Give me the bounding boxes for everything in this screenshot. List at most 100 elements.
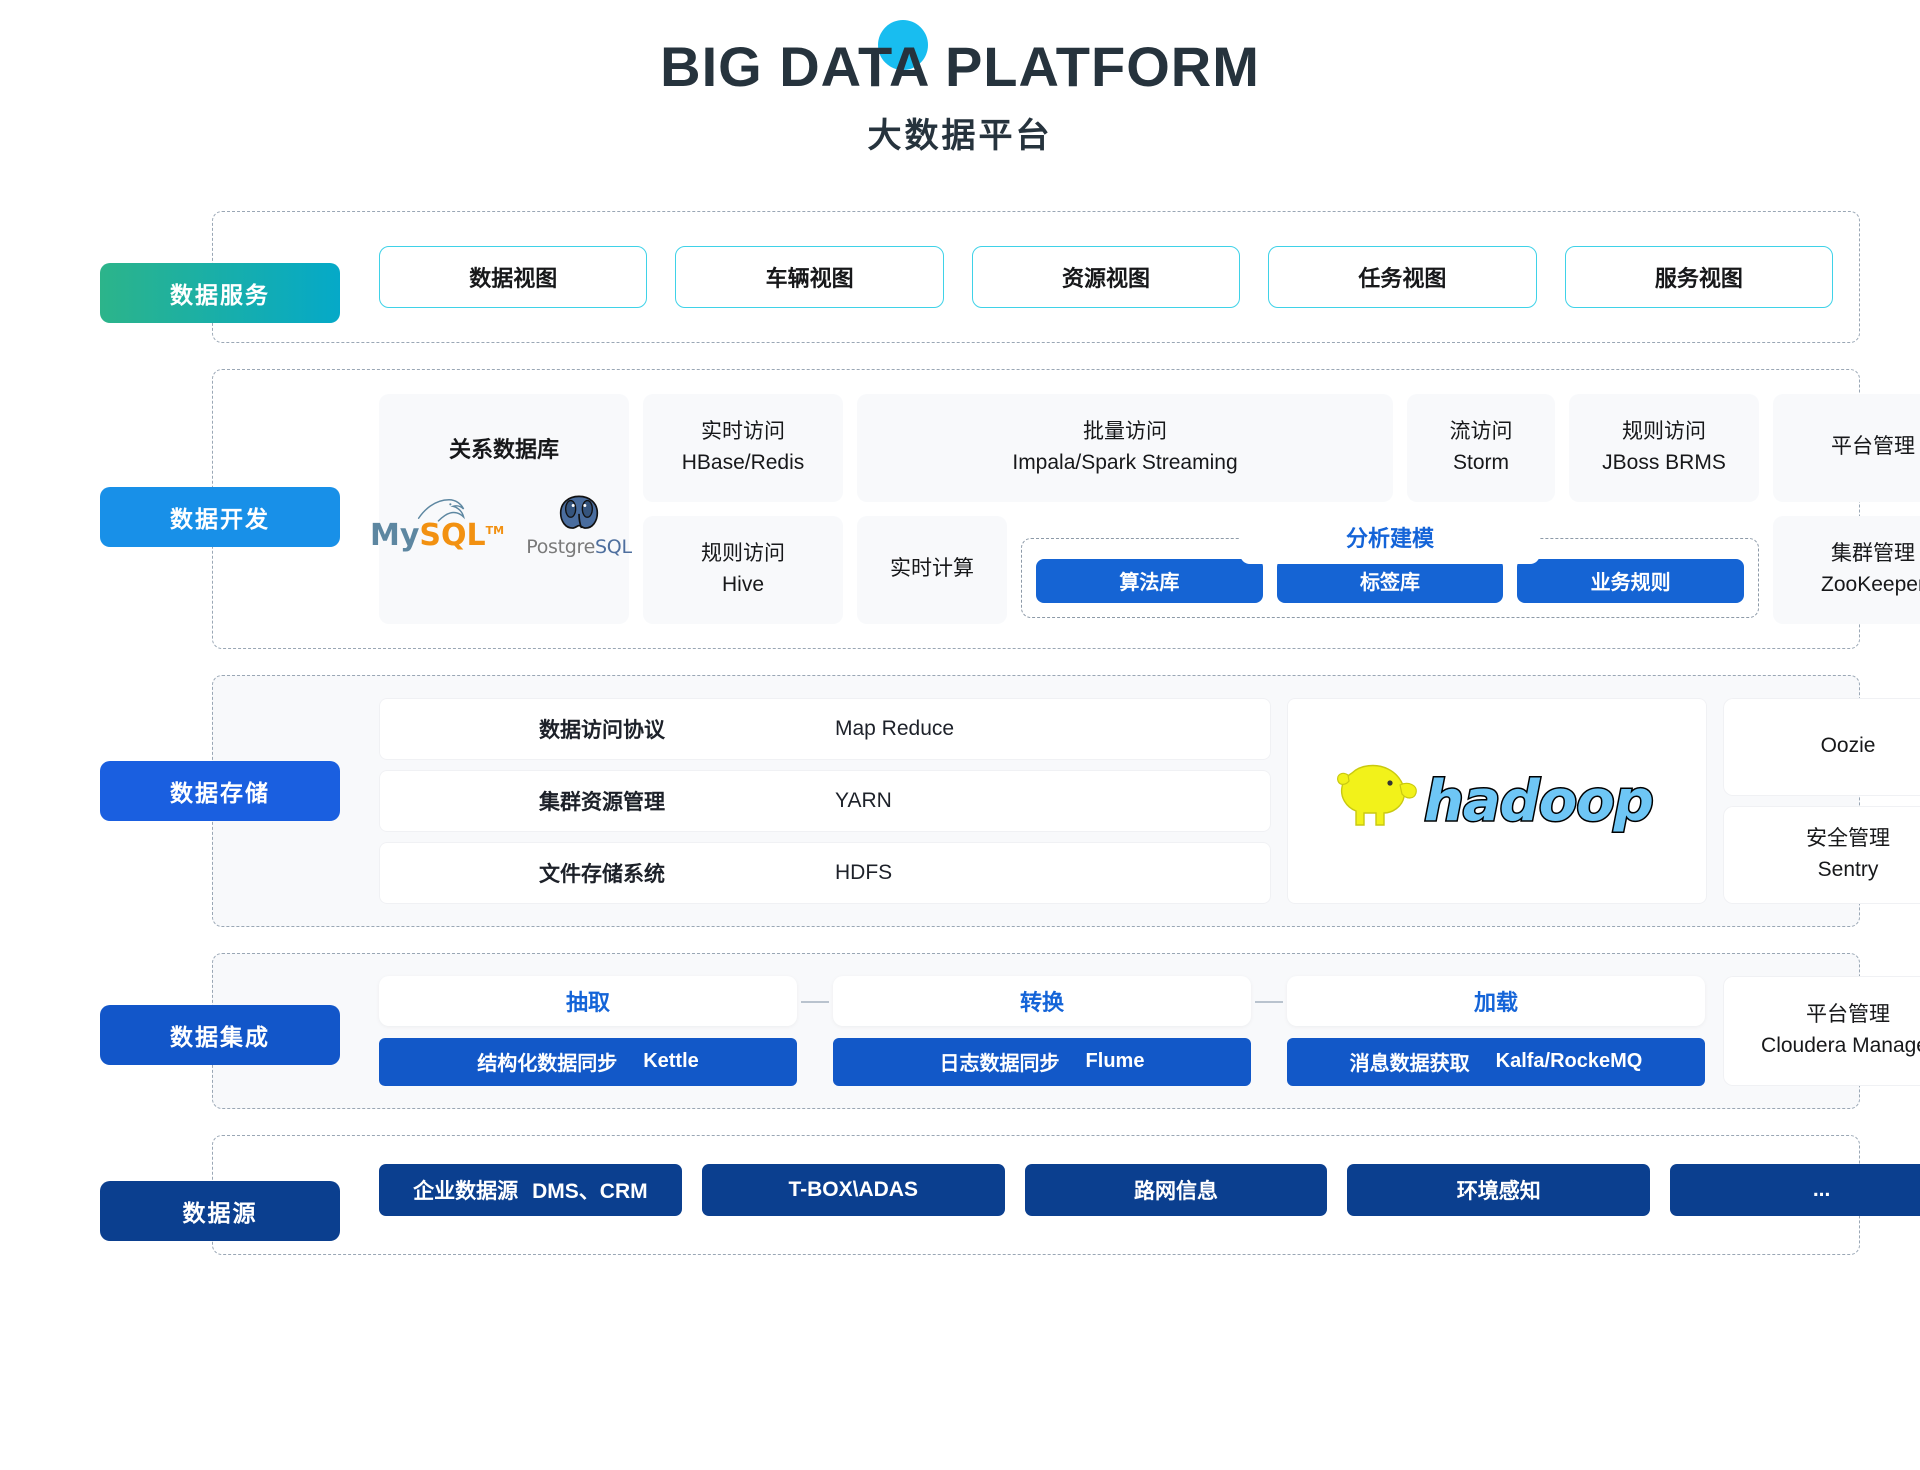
view-pill-service[interactable]: 服务视图 — [1564, 245, 1834, 308]
view-pill-vehicle[interactable]: 车辆视图 — [675, 245, 944, 308]
mysql-logo-text: MySQLTM — [370, 514, 504, 558]
integration-head-load[interactable]: 加载 — [1287, 975, 1705, 1026]
analysis-modeling-items: 算法库 标签库 业务规则 — [1021, 537, 1759, 618]
integration-bar-transform[interactable]: 日志数据同步 Flume — [833, 1037, 1251, 1086]
band-data-service: 数据服务 数据视图 车辆视图 资源视图 任务视图 服务视图 — [0, 210, 1860, 343]
card-stream-access[interactable]: 流访问 Storm — [1407, 393, 1555, 502]
mysql-logo-my: My — [370, 517, 420, 553]
card-cloudera-manager[interactable]: 平台管理 Cloudera Manager — [1723, 975, 1920, 1086]
source-pill-enterprise[interactable]: 企业数据源 DMS、CRM — [379, 1163, 682, 1216]
integration-item-extract: 抽取 结构化数据同步 Kettle — [379, 975, 797, 1086]
table-row[interactable]: 数据访问协议 Map Reduce — [379, 697, 1271, 760]
integration-item-transform: 转换 日志数据同步 Flume — [833, 975, 1251, 1086]
card-cluster-management[interactable]: 集群管理 ZooKeeper — [1773, 515, 1920, 624]
source-pill-more[interactable]: ... — [1670, 1163, 1920, 1216]
storage-side-cards: Oozie 安全管理 Sentry — [1723, 697, 1920, 904]
storage-row-key: 数据访问协议 — [539, 718, 665, 742]
integration-side: 平台管理 Cloudera Manager — [1723, 975, 1920, 1086]
source-pill-enterprise-a: 企业数据源 — [413, 1179, 519, 1203]
postgresql-logo-postgre: Postgre — [526, 535, 596, 558]
table-row[interactable]: 文件存储系统 HDFS — [379, 841, 1271, 904]
architecture-diagram: 数据服务 数据视图 车辆视图 资源视图 任务视图 服务视图 数据开发 关系数据库 — [0, 210, 1920, 1255]
band-label-data-service[interactable]: 数据服务 — [100, 262, 340, 323]
card-rule-access-jboss[interactable]: 规则访问 JBoss BRMS — [1569, 393, 1759, 502]
integration-bar-load-left: 消息数据获取 — [1349, 1053, 1470, 1076]
integration-pipeline: 抽取 结构化数据同步 Kettle 转换 日志数据同步 Flume — [379, 975, 1705, 1086]
card-platform-management[interactable]: 平台管理 — [1773, 393, 1920, 502]
page-header: BIG DATA PLATFORM 大数据平台 — [0, 0, 1920, 157]
storage-row-value: HDFS — [835, 860, 893, 884]
view-pill-resource[interactable]: 资源视图 — [971, 245, 1241, 308]
storage-row-key: 集群资源管理 — [539, 790, 665, 814]
pill-tag-library[interactable]: 标签库 — [1276, 558, 1504, 603]
band-data-integration: 数据集成 抽取 结构化数据同步 Kettle 转换 日 — [0, 952, 1920, 1109]
card-relational-database-title: 关系数据库 — [448, 436, 559, 462]
source-pill-road-network[interactable]: 路网信息 — [1024, 1163, 1328, 1216]
card-realtime-access-l1: 实时访问 — [701, 420, 785, 444]
pill-business-rules[interactable]: 业务规则 — [1517, 558, 1745, 603]
card-security-management-l2: Sentry — [1817, 857, 1879, 881]
card-realtime-access[interactable]: 实时访问 HBase/Redis — [643, 393, 843, 502]
integration-bar-transform-left: 日志数据同步 — [939, 1053, 1060, 1076]
mysql-logo: MySQLTM — [370, 493, 504, 559]
page-title-text: BIG DATA PLATFORM — [660, 35, 1260, 98]
view-pill-task[interactable]: 任务视图 — [1268, 245, 1537, 308]
page-title: BIG DATA PLATFORM — [660, 20, 1260, 98]
card-batch-access[interactable]: 批量访问 Impala/Spark Streaming — [857, 393, 1393, 502]
card-cluster-management-l1: 集群管理 — [1831, 542, 1915, 566]
storage-row-value: YARN — [835, 788, 892, 812]
band-data-development: 数据开发 关系数据库 MySQLTM — [0, 368, 1920, 649]
integration-bar-extract-right: Kettle — [643, 1050, 699, 1073]
card-rule-access-jboss-l1: 规则访问 — [1622, 420, 1706, 444]
card-batch-access-l1: 批量访问 — [1083, 420, 1167, 444]
mysql-logo-tm: TM — [485, 523, 505, 537]
card-rule-access-hive[interactable]: 规则访问 Hive — [643, 515, 843, 624]
hadoop-logo: hadoop — [1332, 755, 1662, 847]
source-pill-environment[interactable]: 环境感知 — [1347, 1163, 1651, 1216]
band-label-data-source[interactable]: 数据源 — [100, 1180, 340, 1241]
data-source-items: 企业数据源 DMS、CRM T-BOX\ADAS 路网信息 环境感知 ... — [379, 1163, 1920, 1216]
card-oozie[interactable]: Oozie — [1723, 697, 1920, 796]
card-platform-management-l1: 平台管理 — [1831, 435, 1915, 459]
postgresql-logo: PostgreSQL — [520, 491, 638, 561]
source-pill-enterprise-b: DMS、CRM — [532, 1179, 648, 1203]
integration-bar-load[interactable]: 消息数据获取 Kalfa/RockeMQ — [1287, 1037, 1705, 1086]
connector-line — [801, 1000, 829, 1003]
integration-bar-extract-left: 结构化数据同步 — [477, 1053, 618, 1076]
band-data-storage: 数据存储 数据访问协议 Map Reduce 集群资源管理 YARN 文件存储系… — [0, 674, 1920, 927]
band-data-source: 数据源 企业数据源 DMS、CRM T-BOX\ADAS 路网信息 环境感知 .… — [0, 1134, 1920, 1255]
card-realtime-compute[interactable]: 实时计算 — [857, 515, 1007, 624]
mysql-logo-sql: SQL — [419, 517, 486, 553]
card-rule-access-hive-l2: Hive — [721, 572, 764, 596]
hadoop-logo-card: hadoop — [1287, 697, 1707, 904]
band-label-data-integration[interactable]: 数据集成 — [100, 1004, 340, 1065]
storage-row-key: 文件存储系统 — [539, 862, 665, 886]
integration-bar-extract[interactable]: 结构化数据同步 Kettle — [379, 1037, 797, 1086]
connector-line — [1255, 1000, 1283, 1003]
view-pill-data[interactable]: 数据视图 — [379, 245, 648, 308]
band-label-data-development[interactable]: 数据开发 — [100, 486, 340, 547]
card-rule-access-hive-l1: 规则访问 — [701, 542, 785, 566]
card-realtime-access-l2: HBase/Redis — [681, 450, 805, 474]
card-relational-database[interactable]: 关系数据库 MySQLTM — [370, 393, 632, 624]
integration-head-transform[interactable]: 转换 — [833, 975, 1251, 1026]
hadoop-logo-text: hadoop — [1423, 767, 1656, 835]
card-rule-access-jboss-l2: JBoss BRMS — [1602, 450, 1726, 474]
analysis-modeling-title: 分析建模 — [1240, 509, 1540, 564]
card-batch-access-l2: Impala/Spark Streaming — [1012, 450, 1238, 474]
card-oozie-l1: Oozie — [1820, 734, 1876, 758]
integration-bar-load-right: Kalfa/RockeMQ — [1495, 1050, 1643, 1073]
card-stream-access-l1: 流访问 — [1449, 420, 1513, 444]
card-security-management[interactable]: 安全管理 Sentry — [1723, 805, 1920, 904]
card-cloudera-manager-l1: 平台管理 — [1806, 1003, 1890, 1027]
table-row[interactable]: 集群资源管理 YARN — [379, 769, 1271, 832]
card-cluster-management-l2: ZooKeeper — [1821, 572, 1920, 596]
storage-row-value: Map Reduce — [835, 716, 955, 740]
postgresql-elephant-icon — [559, 496, 599, 530]
pill-algorithm-library[interactable]: 算法库 — [1036, 558, 1263, 603]
band-label-data-storage[interactable]: 数据存储 — [100, 760, 340, 821]
integration-head-extract[interactable]: 抽取 — [379, 975, 797, 1026]
source-pill-tbox-adas[interactable]: T-BOX\ADAS — [701, 1163, 1005, 1216]
hadoop-elephant-icon — [1337, 764, 1417, 826]
card-cloudera-manager-l2: Cloudera Manager — [1761, 1033, 1920, 1057]
